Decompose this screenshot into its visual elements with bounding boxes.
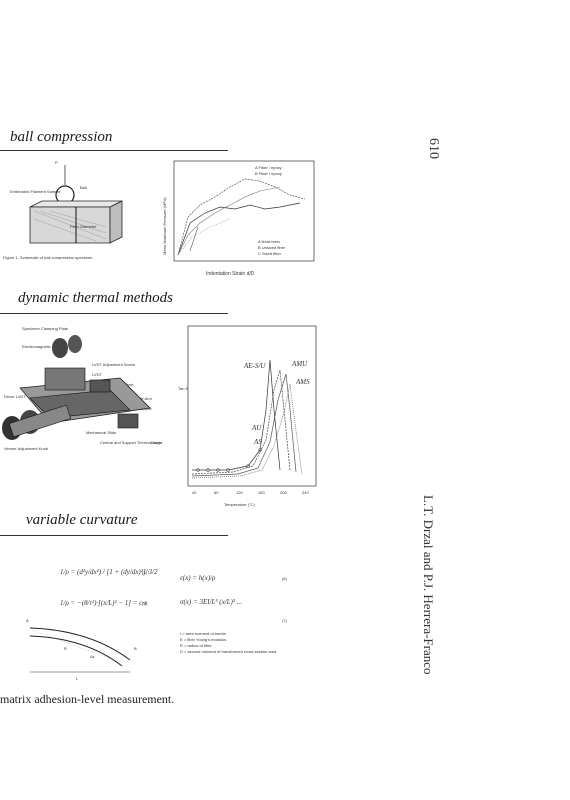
equation-6: ε(x) = h(x)/ρ xyxy=(180,574,216,582)
ball-label: Ball xyxy=(80,185,87,190)
dma-apparatus-figure: Specimen Clamping Plate Electromagnetic … xyxy=(2,326,163,451)
plot2-xtick: 120 xyxy=(236,490,243,495)
electromagnetic-driver-label: Electromagnetic Driver xyxy=(22,344,63,349)
equation-number-7: (7) xyxy=(282,618,288,623)
mechanical-slide-label: Mechanical Slide xyxy=(86,430,117,435)
curve-label-aesu: AE-S/U xyxy=(243,362,266,370)
equation-7: σ(x) = 3EI/L³ (x/L)³ ... xyxy=(180,598,242,606)
plot2-xlabel: Temperature (°C) xyxy=(224,502,255,507)
curve-label-ams: AMS xyxy=(295,378,310,386)
equation-4: 1/ρ = (d²y/dx²) / [1 + (dy/dx)²]^3/2 xyxy=(60,568,158,576)
equation-number-4: (4) xyxy=(142,570,148,575)
legend-line-1: I = area moment of inertia xyxy=(180,631,226,636)
driver-lvdt-label: Driver LVDT xyxy=(4,394,26,399)
plot1-legend-top-2: B Fiber / epoxy xyxy=(255,171,282,176)
plot1-legend-bottom-2: B Unsized fiber xyxy=(258,245,286,250)
variable-curvature-figure: 1/ρ = (d²y/dx²) / [1 + (dy/dx)²]^3/2 (4)… xyxy=(26,568,288,681)
caption-fragment: matrix adhesion-level measurement. xyxy=(0,692,175,706)
beam-label-r: R xyxy=(64,646,67,651)
section-title-variable-curvature: variable curvature xyxy=(26,512,138,528)
beam-label-ds: Δs xyxy=(90,654,95,659)
figure1-caption: Figure 1. Schematic of ball compression … xyxy=(3,255,93,260)
legend-line-4: D = second moment of transformed cross s… xyxy=(180,649,277,654)
ball-compression-plot: Mean Maximum Pressure (MPa) Indentation … xyxy=(162,160,315,277)
fiber-diameter-label: Fiber Diameter xyxy=(70,224,97,229)
sample-arm-label: Sample Arm xyxy=(130,396,152,401)
running-head: L.T. Drzal and P.J. Herrera-Franco xyxy=(421,495,436,675)
section-rule xyxy=(0,150,228,151)
plot2-ylabel: Tan δ xyxy=(178,386,189,391)
plot2-xtick: 200 xyxy=(280,490,287,495)
plot1-legend-top-1: A Fiber / epoxy xyxy=(255,165,282,170)
equation-number-5: (5) xyxy=(142,601,148,606)
vernier-knob-label: Vernier Adjustment Knob xyxy=(4,446,49,451)
legend-line-2: E = fiber Young's modulus xyxy=(180,637,226,642)
tan-delta-plot: Tan δ Temperature (°C) 40 60 120 160 200… xyxy=(178,325,317,507)
plot2-xtick: 240 xyxy=(302,490,309,495)
plot2-xtick: 160 xyxy=(258,490,265,495)
curve-label-as: AS xyxy=(253,438,262,446)
section-title-ball-compression: ball compression xyxy=(10,129,113,145)
beam-label-l: L xyxy=(76,676,79,681)
plot1-ylabel: Mean Maximum Pressure (MPa) xyxy=(162,197,167,255)
clamping-plate-label: Specimen Clamping Plate xyxy=(22,326,69,331)
plot1-xlabel: Indentation Strain d/D xyxy=(206,271,255,277)
curve-label-au: AU xyxy=(251,424,262,432)
lvdt-screw-label: LVDT Adjustment Screw xyxy=(92,362,135,367)
thermocouple-label: Central and Support Thermocouple xyxy=(100,440,163,445)
beam-label-a: A xyxy=(26,618,29,623)
lvdt-label: LVDT xyxy=(92,372,102,377)
page-number: 610 xyxy=(426,138,441,159)
section-rule xyxy=(0,535,228,536)
plot2-xtick: 60 xyxy=(214,490,219,495)
legend-line-3: R = radius of fiber xyxy=(180,643,212,648)
plot1-legend-bottom-3: C Sized fiber xyxy=(258,251,282,256)
plot1-legend-bottom-1: A Neat resin xyxy=(258,239,280,244)
curve-label-amu: AMU xyxy=(291,360,308,368)
embedded-filament-label: Embedded Filament Sample xyxy=(10,189,61,194)
section-title-dynamic-thermal-methods: dynamic thermal methods xyxy=(18,290,173,306)
clamp-label: Clamp xyxy=(150,440,162,445)
section-rule xyxy=(0,313,228,314)
ball-load-label: P xyxy=(55,160,58,165)
equation-number-6: (6) xyxy=(282,576,288,581)
equation-5: 1/ρ = −(θ/τ²)·[(x/L)² − 1] = c·x xyxy=(60,599,148,607)
beam-label-b: B xyxy=(134,646,137,651)
plot2-xtick: 40 xyxy=(192,490,197,495)
ball-compression-specimen-figure: P Ball Matrix Embedded Filament Sample F… xyxy=(3,160,123,260)
